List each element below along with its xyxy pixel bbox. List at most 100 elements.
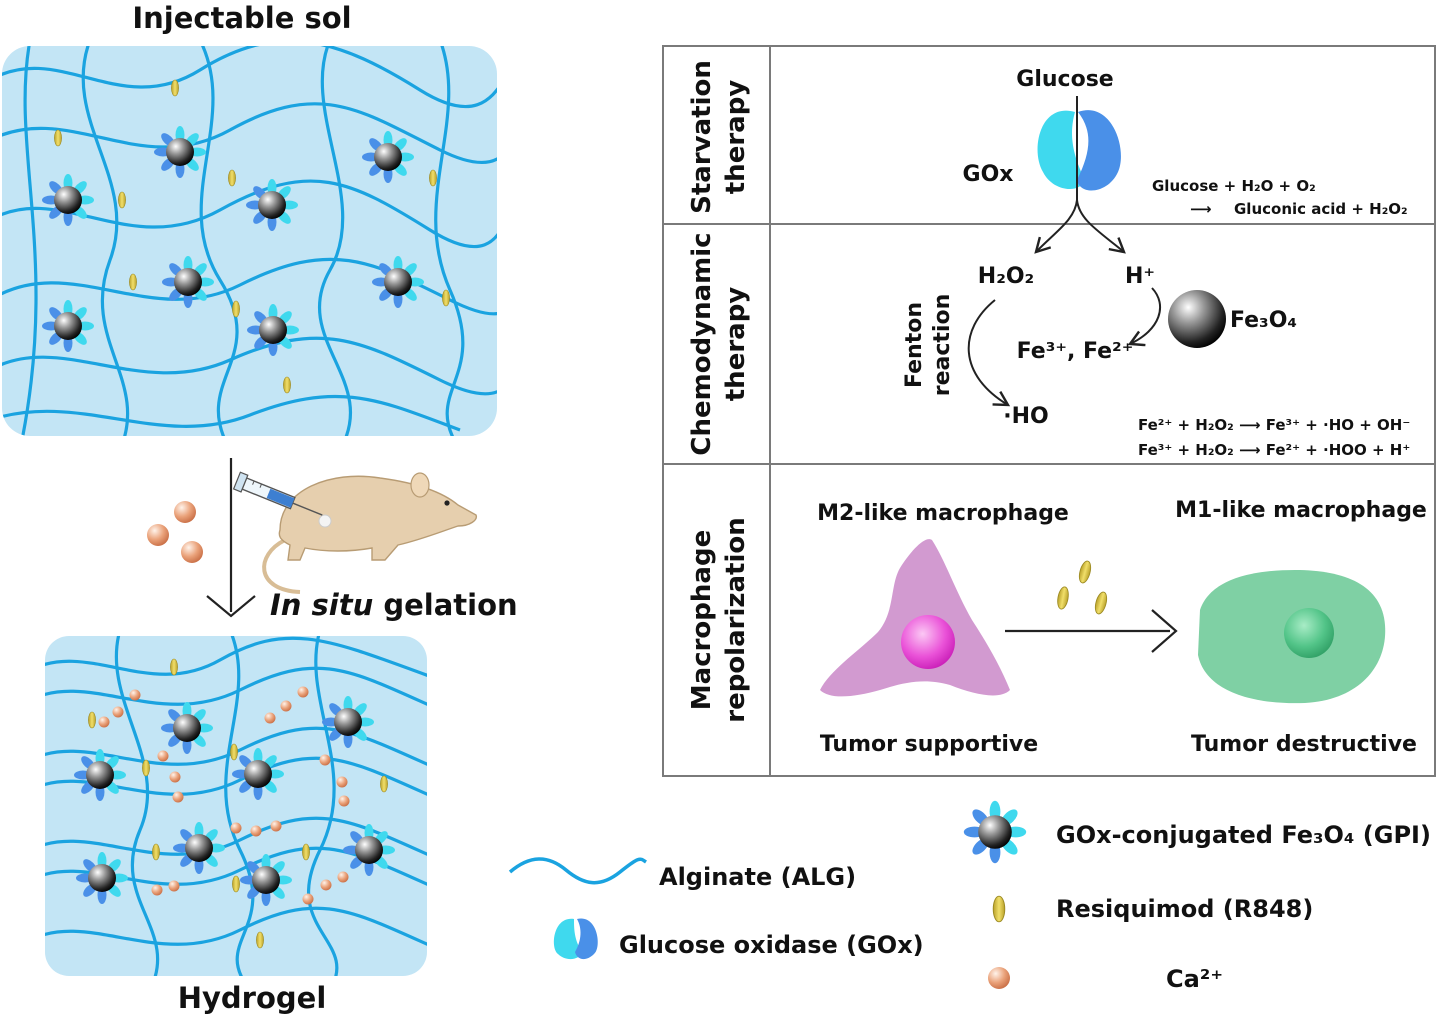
- calcium-ion: [337, 871, 349, 883]
- alginate-legend-icon: [508, 857, 647, 885]
- gox-label: GOx: [963, 162, 1014, 187]
- gpi-legend-icon: [963, 800, 1027, 864]
- injection-site: [318, 514, 332, 528]
- gox-enzyme-icon: [1037, 110, 1121, 191]
- legend-alginate: Alginate (ALG): [659, 863, 856, 891]
- calcium-ion: [112, 706, 124, 718]
- calcium-ion-large: [181, 541, 203, 563]
- mechanism-table: [662, 45, 1436, 777]
- calcium-ion: [270, 820, 282, 832]
- gox-legend-icon: [553, 918, 598, 960]
- fenton-arrow: [967, 299, 1011, 407]
- starvation-equation-arrow: ⟶: [1190, 200, 1212, 218]
- svg-text:Macrophage: Macrophage: [687, 530, 717, 710]
- reaction-arrows: [1034, 96, 1126, 254]
- svg-text:Fenton: Fenton: [902, 302, 927, 388]
- sol-panel: [2, 46, 497, 436]
- calcium-ion: [338, 795, 350, 807]
- starvation-equation-line1: Glucose + H₂O + O₂: [1152, 177, 1316, 195]
- alginate-chain: [2, 336, 497, 396]
- r848-molecule: [228, 169, 236, 187]
- r848-molecule: [442, 289, 450, 307]
- row-label-macrophage: Macrophage repolarization: [687, 517, 751, 723]
- alginate-chain: [2, 102, 497, 165]
- row-label-chemodynamic: Chemodynamic therapy: [687, 232, 751, 455]
- m2-caption: Tumor supportive: [820, 732, 1038, 757]
- calcium-ion: [230, 822, 242, 834]
- mouse-tail: [262, 538, 301, 594]
- fe3o4-label: Fe₃O₄: [1230, 308, 1297, 333]
- fenton-reaction-label: Fenton reaction: [902, 294, 955, 397]
- r848-molecule: [171, 79, 179, 97]
- fe3o4-nanoparticle: [1168, 290, 1226, 348]
- m1-macrophage-cell: [1198, 570, 1386, 704]
- alginate-chain: [434, 46, 465, 436]
- m2-macrophage-title: M2-like macrophage: [817, 501, 1069, 526]
- calcium-ion: [168, 880, 180, 892]
- hydrogel-panel: [45, 636, 427, 976]
- alginate-chain: [2, 394, 461, 432]
- alginate-chain: [198, 46, 239, 436]
- fenton-equation-1: Fe²⁺ + H₂O₂ ⟶ Fe³⁺ + ·HO + OH⁻: [1138, 416, 1410, 434]
- legend-calcium: Ca²⁺: [1166, 965, 1223, 993]
- r848-legend-icon: [992, 895, 1006, 923]
- calcium-ion: [169, 771, 181, 783]
- svg-text:therapy: therapy: [721, 287, 751, 402]
- r848-molecule: [302, 843, 310, 861]
- hydrogel-title: Hydrogel: [178, 981, 327, 1015]
- process-arrow: [206, 458, 256, 618]
- mouse-ear: [410, 472, 430, 498]
- calcium-ion: [264, 712, 276, 724]
- svg-text:therapy: therapy: [721, 80, 751, 195]
- r848-molecule: [88, 711, 96, 729]
- syringe-icon: [232, 471, 323, 516]
- r848-molecule: [232, 875, 240, 893]
- legend-gpi: GOx-conjugated Fe₃O₄ (GPI): [1056, 821, 1431, 849]
- hplus-to-iron-arrow: [1127, 287, 1161, 347]
- starvation-equation-line2: Gluconic acid + H₂O₂: [1234, 200, 1408, 218]
- svg-text:reaction: reaction: [930, 294, 955, 397]
- r848-molecule: [152, 843, 160, 861]
- legend: Alginate (ALG) Glucose oxidase (GOx) GOx…: [508, 800, 1431, 993]
- sol-title: Injectable sol: [132, 1, 351, 35]
- r848-molecule: [54, 129, 62, 147]
- hplus-label: H⁺: [1125, 264, 1155, 289]
- calcium-ion: [336, 776, 348, 788]
- svg-text:Starvation: Starvation: [687, 60, 717, 214]
- r848-molecule: [230, 743, 238, 761]
- mouse-eye: [444, 500, 450, 506]
- repolarization-arrow: [1005, 609, 1178, 653]
- calcium-ion: [98, 716, 110, 728]
- r848-molecule: [283, 376, 291, 394]
- r848-molecule: [142, 759, 150, 777]
- alginate-chain: [2, 179, 497, 249]
- alginate-chain: [2, 257, 497, 316]
- r848-molecule: [380, 775, 388, 793]
- calcium-ion-large: [174, 501, 196, 523]
- iron-ions-label: Fe³⁺, Fe²⁺: [1017, 339, 1134, 364]
- hydrogel-panel-background: [45, 636, 427, 976]
- m1-macrophage-title: M1-like macrophage: [1175, 498, 1427, 523]
- calcium-ion: [280, 700, 292, 712]
- calcium-ion: [297, 686, 309, 698]
- m2-macrophage-cell: [820, 539, 1010, 697]
- legend-r848: Resiquimod (R848): [1056, 895, 1313, 923]
- alginate-chain: [317, 46, 353, 436]
- fenton-equation-2: Fe³⁺ + H₂O₂ ⟶ Fe²⁺ + ·HOO + H⁺: [1138, 441, 1410, 459]
- svg-text:Chemodynamic: Chemodynamic: [687, 232, 717, 455]
- calcium-ion: [319, 754, 331, 766]
- svg-text:repolarization: repolarization: [721, 517, 751, 723]
- calcium-legend-icon: [988, 967, 1010, 989]
- r848-molecule: [118, 191, 126, 209]
- calcium-ion: [157, 750, 169, 762]
- r848-molecule: [170, 658, 178, 676]
- hydroxyl-radical-label: ·HO: [1003, 404, 1048, 429]
- sol-panel-background: [2, 46, 497, 436]
- calcium-ion: [302, 893, 314, 905]
- alginate-chain: [2, 46, 497, 109]
- r848-molecule: [256, 931, 264, 949]
- calcium-ion: [250, 825, 262, 837]
- h2o2-label: H₂O₂: [978, 264, 1034, 289]
- legend-gox: Glucose oxidase (GOx): [619, 931, 924, 959]
